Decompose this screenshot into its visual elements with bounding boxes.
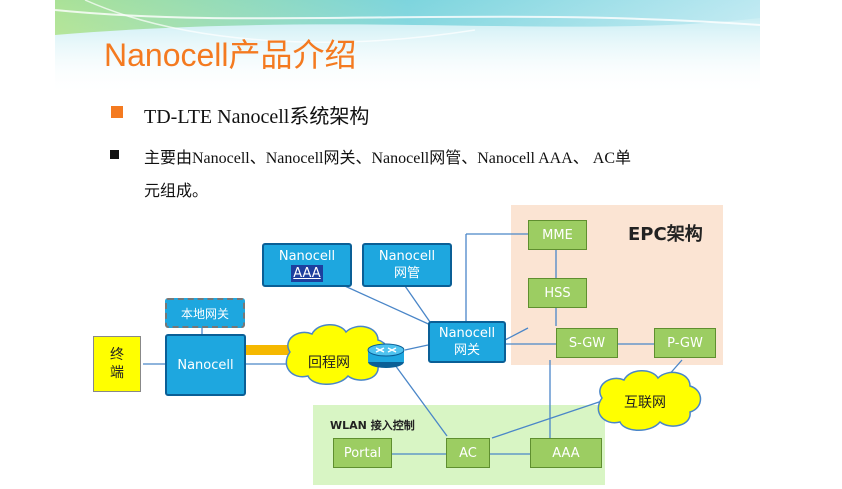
sgw-node[interactable]: S-GW	[556, 328, 618, 358]
body-line-2: 元组成。	[144, 183, 209, 200]
internet-label: 互联网	[624, 395, 666, 411]
subtitle-bullet	[111, 106, 123, 118]
nanocell-node[interactable]: Nanocell	[165, 334, 246, 396]
nanocell-gateway-node[interactable]: Nanocell 网关	[428, 321, 506, 363]
aaa-node[interactable]: AAA	[530, 438, 602, 468]
pgw-node[interactable]: P-GW	[654, 328, 716, 358]
nanocell-nms-line1: Nanocell	[378, 249, 436, 264]
nanocell-nms-node[interactable]: Nanocell 网管	[362, 243, 452, 287]
links	[143, 233, 683, 455]
router-icon	[367, 343, 405, 368]
wlan-label: WLAN 接入控制	[330, 419, 415, 432]
ac-node[interactable]: AC	[446, 438, 490, 468]
internet-cloud	[597, 370, 702, 431]
backhaul-link	[246, 345, 294, 355]
backhaul-label: 回程网	[308, 355, 350, 371]
body-bullet	[110, 150, 119, 159]
local-gateway-node[interactable]: 本地网关	[165, 298, 245, 328]
nanocell-aaa-node[interactable]: Nanocell AAA	[262, 243, 352, 287]
nanocell-gateway-line1: Nanocell	[438, 326, 496, 341]
portal-node[interactable]: Portal	[333, 438, 392, 468]
mme-node[interactable]: MME	[528, 220, 587, 250]
nanocell-nms-line2: 网管	[393, 266, 420, 281]
body-text: 主要由Nanocell、Nanocell网关、Nanocell网管、Nanoce…	[144, 142, 734, 208]
subtitle: TD-LTE Nanocell系统架构	[144, 106, 370, 128]
nanocell-aaa-line2: AAA	[291, 265, 323, 282]
nanocell-aaa-line1: Nanocell	[278, 249, 336, 264]
terminal-line2: 端	[110, 365, 124, 381]
epc-label: EPC架构	[628, 224, 703, 245]
terminal-line1: 终	[110, 347, 124, 363]
page-title: Nanocell产品介绍	[104, 37, 357, 73]
terminal-node[interactable]: 终 端	[93, 336, 141, 392]
hss-node[interactable]: HSS	[528, 278, 587, 308]
nanocell-gateway-line2: 网关	[453, 343, 480, 358]
body-line-1: 主要由Nanocell、Nanocell网关、Nanocell网管、Nanoce…	[144, 150, 632, 167]
header-decoration	[55, 0, 760, 95]
